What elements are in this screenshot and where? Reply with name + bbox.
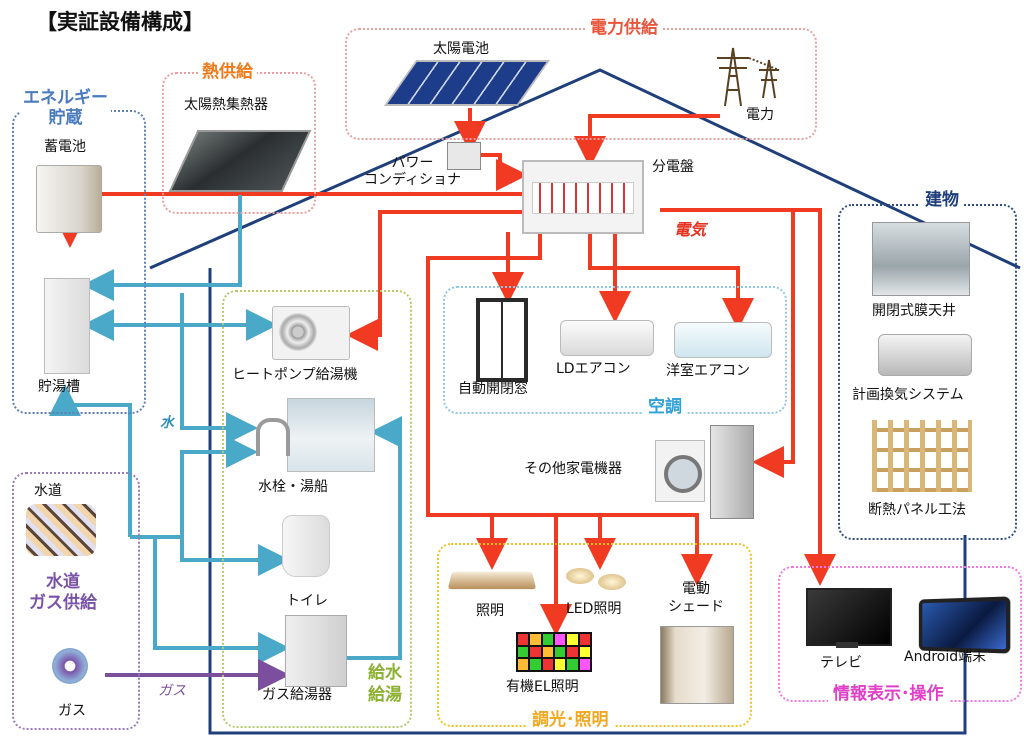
water-label: 水 (160, 415, 174, 431)
water-lines (49, 195, 402, 664)
heat-pump-icon (272, 306, 350, 360)
energy-storage-header: エネルギー 貯蔵 (20, 88, 111, 129)
tv-icon (806, 588, 892, 646)
water-pipe-icon (26, 504, 96, 556)
inverter-icon (447, 142, 481, 170)
building-header: 建物 (920, 192, 964, 209)
gas-flow-label: ガス (158, 683, 186, 699)
toilet-icon (282, 515, 330, 577)
ceiling-photo-icon (872, 222, 970, 296)
led-lighting-label: LED照明 (566, 601, 622, 617)
ld-aircon-label: LDエアコン (556, 361, 631, 377)
water-supply-label: 水道 (34, 483, 62, 499)
ceiling-light-icon (447, 571, 537, 590)
android-label: Android端末 (904, 649, 987, 665)
gas-label: ガス (58, 703, 86, 719)
distribution-board-label: 分電盤 (652, 159, 694, 175)
breaker-row (532, 182, 634, 214)
electric-shade-label: 電動 シェード (668, 581, 724, 616)
window-icon (476, 298, 528, 382)
washer-fridge-icon (655, 440, 705, 502)
insulation-panel-label: 断熱パネル工法 (868, 502, 966, 518)
battery-unit-icon (36, 165, 102, 233)
battery-label: 蓄電池 (44, 139, 86, 155)
power-conditioner-label: パワー コンディショナ (364, 155, 462, 188)
power-supply-header: 電力供給 (585, 20, 663, 37)
membrane-ceiling-label: 開閉式膜天井 (872, 303, 956, 319)
water-hot-box (222, 290, 412, 728)
water-hot-header-text: 給水 給湯 (368, 663, 402, 706)
power-tower-icon (717, 47, 780, 107)
hot-water-tank-label: 貯湯槽 (38, 379, 80, 395)
gas-valve (52, 648, 88, 684)
water-hot-header: 給水 給湯 (365, 660, 405, 709)
ventilation-icon (878, 334, 972, 376)
tv-label: テレビ (820, 655, 862, 671)
distribution-board-icon (522, 160, 644, 234)
power-supply-box (345, 28, 817, 140)
faucet-bath-label: 水栓・湯船 (258, 479, 328, 495)
tv-stand (836, 642, 858, 648)
gas-meter-icon (40, 640, 96, 690)
house-frame-icon (872, 420, 972, 492)
electricity-source-label: 電力 (746, 107, 774, 123)
dimming-lighting-header: 調光･照明 (527, 712, 614, 729)
toilet-label: トイレ (286, 593, 328, 609)
ventilation-label: 計画換気システム (852, 387, 964, 403)
other-appliances-label: その他家電機器 (524, 461, 622, 477)
heat-pump-label: ヒートポンプ給湯機 (232, 367, 358, 383)
lighting-label: 照明 (476, 603, 504, 619)
western-aircon-icon (674, 322, 772, 358)
aircon-icon (560, 320, 654, 356)
water-gas-header-text: 水道 ガス供給 (29, 572, 97, 614)
shade-icon (660, 626, 734, 704)
tank-icon (44, 278, 90, 374)
fridge-icon (710, 425, 754, 519)
auto-window-label: 自動開閉窓 (458, 381, 528, 397)
energy-storage-header-text: エネルギー 貯蔵 (23, 88, 108, 129)
washer-door (664, 455, 702, 493)
led-light-icon (566, 568, 630, 590)
gas-heater-icon (285, 615, 347, 687)
fan-grille (279, 313, 317, 351)
gas-water-heater-label: ガス給湯器 (262, 687, 332, 703)
info-display-header: 情報表示･操作 (828, 686, 949, 703)
water-gas-header: 水道 ガス供給 (26, 572, 100, 615)
water-gas-box (12, 472, 140, 730)
faucet-icon (256, 418, 290, 456)
air-conditioning-box (443, 286, 787, 414)
organic-el-icon (516, 632, 592, 672)
solar-heat-collector-label: 太陽熱集熱器 (184, 97, 268, 113)
tablet-icon (918, 596, 1011, 654)
led-disc-2 (598, 574, 626, 590)
heat-supply-header: 熱供給 (198, 64, 257, 81)
western-aircon-label: 洋室エアコン (666, 363, 750, 379)
led-disc-1 (566, 568, 594, 584)
electricity-label: 電気 (674, 220, 707, 239)
organic-el-label: 有機EL照明 (506, 679, 579, 695)
bath-icon (287, 398, 375, 472)
page-title: 【実証設備構成】 (36, 10, 204, 34)
air-conditioning-header: 空調 (643, 399, 687, 416)
solar-cell-label: 太陽電池 (433, 41, 489, 57)
